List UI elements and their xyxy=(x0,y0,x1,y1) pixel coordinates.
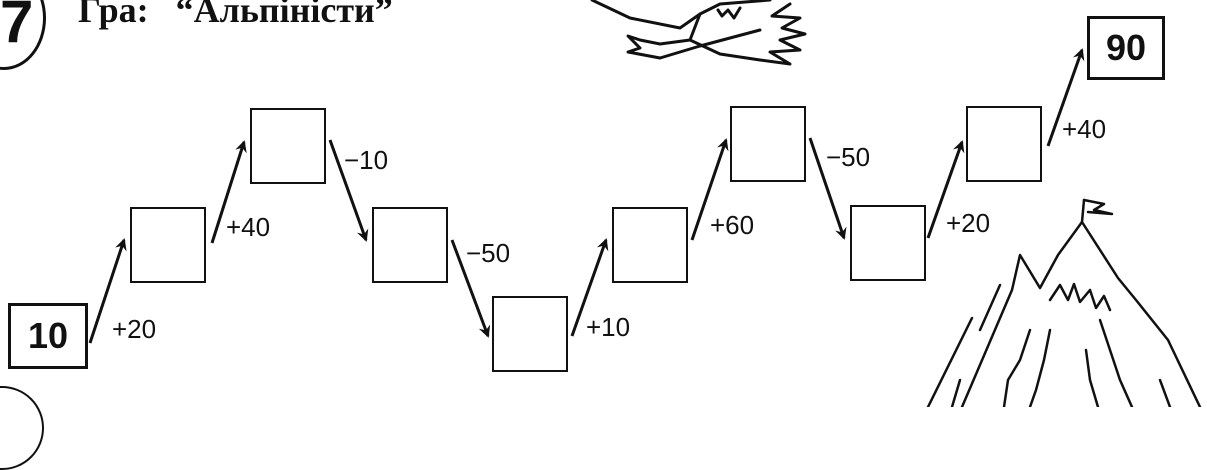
end-value-box: 90 xyxy=(1087,16,1165,80)
arrow-5 xyxy=(570,238,609,337)
eagle-drawing-icon xyxy=(590,0,807,66)
arrow-3 xyxy=(328,139,369,242)
operation-label-7: −50 xyxy=(826,142,871,172)
answer-box-3[interactable] xyxy=(372,207,448,283)
operation-label-8: +20 xyxy=(946,208,991,238)
arrow-6 xyxy=(690,138,729,241)
arrow-2 xyxy=(210,140,247,244)
answer-box-2[interactable] xyxy=(250,108,326,184)
operation-label-2: +40 xyxy=(226,212,271,242)
arrow-4 xyxy=(450,239,491,338)
task-number: 7 xyxy=(0,0,34,55)
answer-box-5[interactable] xyxy=(612,207,688,283)
operation-label-1: +20 xyxy=(112,314,157,344)
end-value: 90 xyxy=(1105,27,1147,68)
answer-box-6[interactable] xyxy=(730,106,806,182)
operation-label-5: +10 xyxy=(586,312,631,342)
arrow-8 xyxy=(926,140,965,239)
mountain-with-flag-drawing-icon xyxy=(926,198,1202,407)
operation-label-9: +40 xyxy=(1062,114,1107,144)
start-value: 10 xyxy=(27,315,69,356)
operation-label-3: −10 xyxy=(344,145,389,175)
operation-label-6: +60 xyxy=(710,210,755,240)
arrow-1 xyxy=(88,238,127,344)
game-title: Гра: “Альпіністи” xyxy=(78,0,393,30)
answer-box-7[interactable] xyxy=(850,205,926,281)
arrow-9 xyxy=(1046,48,1085,147)
path-arrows xyxy=(88,48,1085,344)
answer-box-1[interactable] xyxy=(130,207,206,283)
arrow-7 xyxy=(808,137,847,240)
answer-box-8[interactable] xyxy=(966,106,1042,182)
answer-box-4[interactable] xyxy=(492,296,568,372)
operation-label-4: −50 xyxy=(466,238,511,268)
start-value-box: 10 xyxy=(8,303,88,369)
illustrations xyxy=(590,0,1202,407)
